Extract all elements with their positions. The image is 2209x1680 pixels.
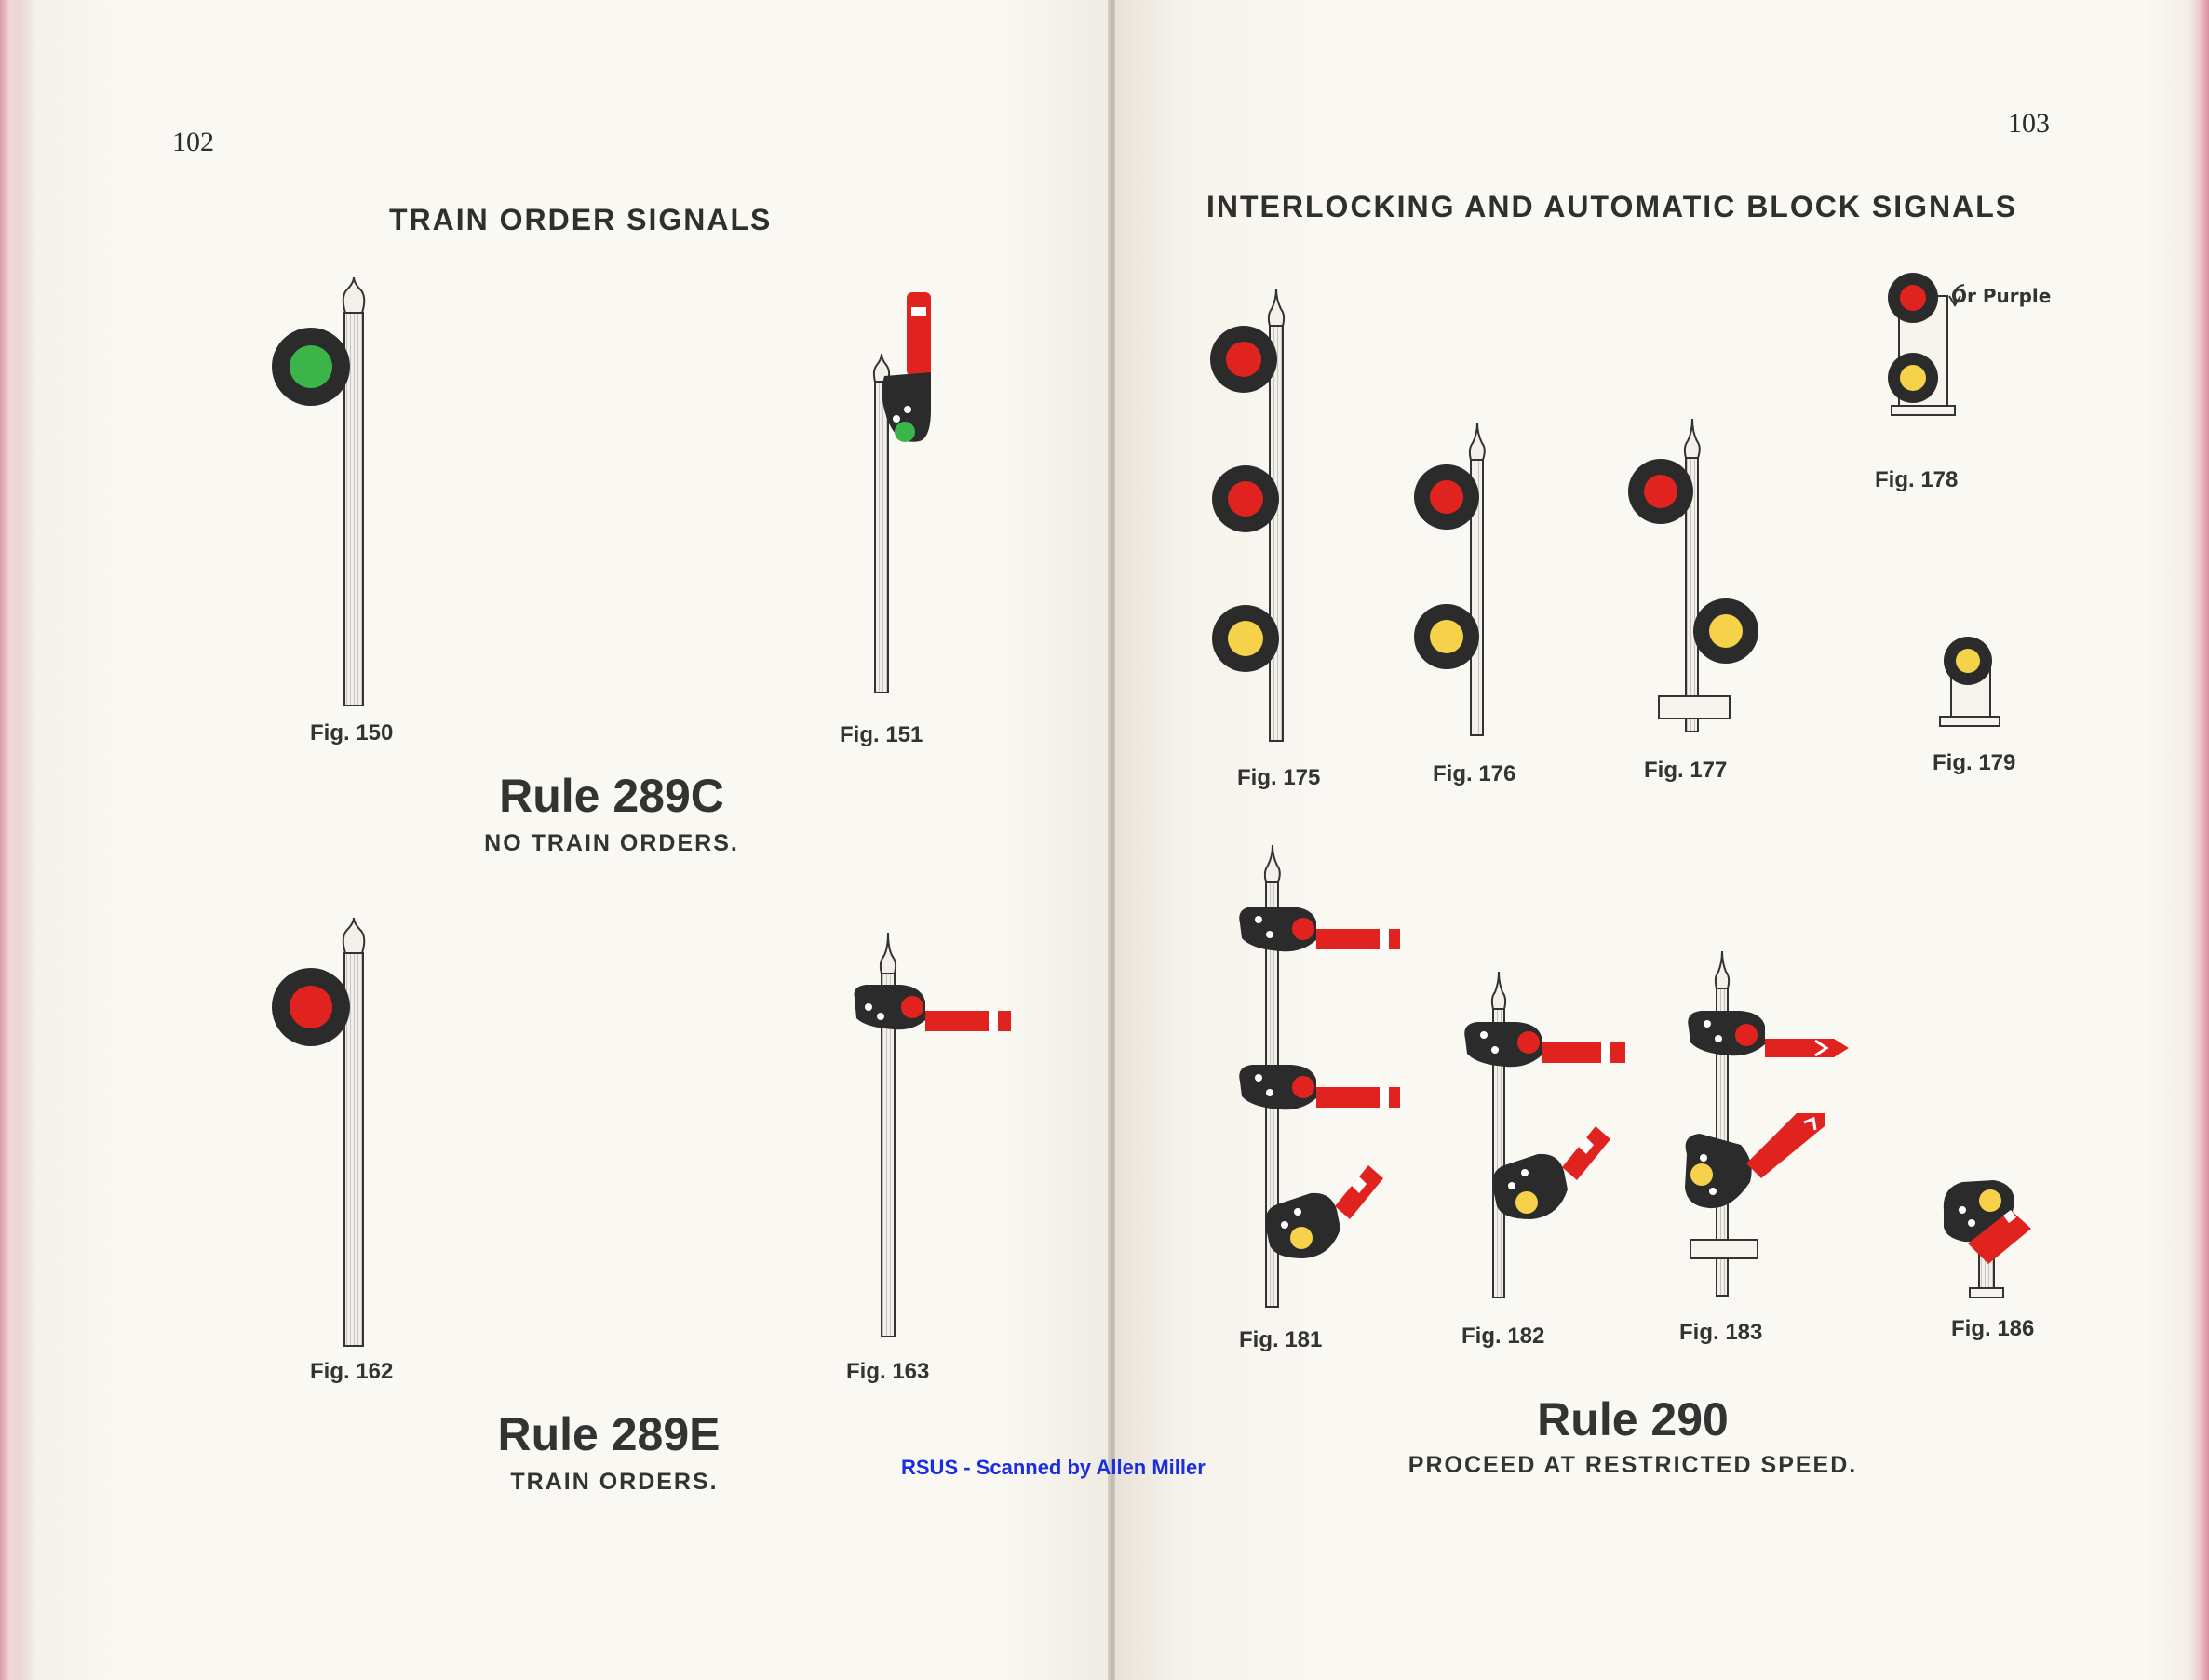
fig-label: Fig. 177 (1644, 758, 1728, 783)
fig-183-signal (1685, 950, 1849, 1297)
page-edge-right (2189, 0, 2209, 1680)
rule-text: NO TRAIN ORDERS. (484, 830, 739, 856)
fig-label: Fig. 150 (310, 720, 394, 746)
fig-label: Fig. 162 (310, 1359, 394, 1384)
scan-credit: RSUS - Scanned by Allen Miller (901, 1456, 1206, 1479)
left-page (34, 0, 1111, 1680)
or-purple-note: Or Purple (1951, 285, 2052, 307)
page-title-right: INTERLOCKING AND AUTOMATIC BLOCK SIGNALS (1206, 190, 2018, 223)
page-number-left: 102 (172, 127, 214, 157)
fig-175-signal (1210, 288, 1286, 742)
fig-label: Fig. 183 (1679, 1320, 1763, 1345)
fig-176-signal (1414, 422, 1486, 736)
fig-182-signal (1464, 971, 1625, 1298)
fig-label: Fig. 175 (1237, 765, 1321, 790)
fig-label: Fig. 186 (1951, 1316, 2035, 1341)
book-gutter (1108, 0, 1117, 1680)
page-title-left: TRAIN ORDER SIGNALS (389, 203, 773, 236)
rule-title: Rule 290 (1537, 1393, 1729, 1445)
page-edge-left (0, 0, 34, 1680)
fig-179-signal (1939, 637, 2000, 727)
fig-label: Fig. 163 (846, 1359, 930, 1384)
rule-title: Rule 289E (497, 1408, 721, 1460)
rule-title: Rule 289C (499, 770, 724, 822)
right-page (1115, 0, 2189, 1680)
fig-label: Fig. 176 (1433, 761, 1516, 786)
fig-151-signal (872, 292, 931, 693)
rule-text: PROCEED AT RESTRICTED SPEED. (1408, 1452, 1858, 1478)
fig-150-signal (272, 276, 366, 706)
fig-181-signal (1239, 844, 1400, 1308)
fig-163-signal (854, 932, 1011, 1337)
fig-label: Fig. 151 (840, 722, 923, 747)
fig-label: Fig. 181 (1239, 1327, 1323, 1352)
fig-label: Fig. 182 (1461, 1324, 1545, 1349)
fig-178-signal (1888, 273, 1965, 416)
fig-label: Fig. 179 (1933, 750, 2016, 775)
fig-186-signal (1943, 1180, 2031, 1298)
fig-label: Fig. 178 (1875, 467, 1959, 492)
page-number-right: 103 (2008, 108, 2050, 139)
rule-text: TRAIN ORDERS. (510, 1469, 719, 1495)
fig-162-signal (272, 917, 366, 1347)
fig-177-signal (1628, 418, 1758, 732)
